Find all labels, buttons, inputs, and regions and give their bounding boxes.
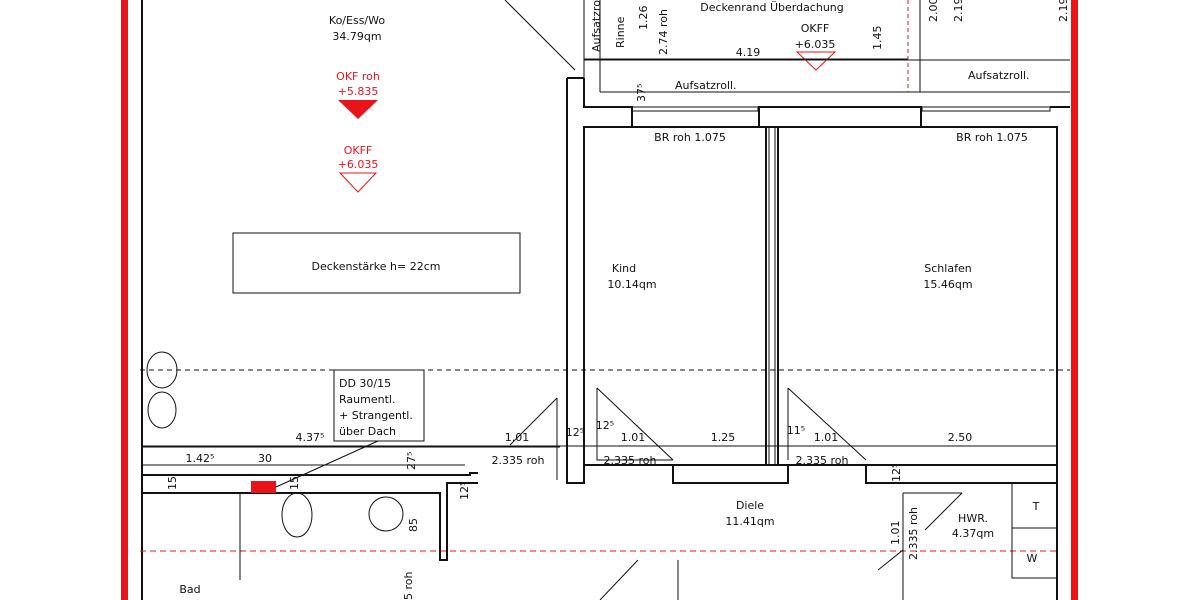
dim-label: 2.74 roh xyxy=(657,9,670,55)
dim-label: 2.00 xyxy=(927,0,940,22)
dim-label: 1.01 xyxy=(621,431,646,444)
vent-shaft-icon xyxy=(251,481,276,493)
room-name: Ko/Ess/Wo xyxy=(329,14,385,27)
dim-label: 2.335 roh xyxy=(796,454,849,467)
dim-label: 37⁵ xyxy=(635,84,648,102)
leader-line xyxy=(504,0,576,71)
room-name: Diele xyxy=(736,499,764,512)
level-marker-filled-icon xyxy=(338,100,378,119)
dim-label: 12⁵ xyxy=(458,482,471,500)
boundary-line-right xyxy=(1071,0,1078,600)
shower-icon xyxy=(146,351,178,389)
sill-label: BR roh 1.075 xyxy=(654,131,726,144)
level-label: OKFF xyxy=(344,144,373,157)
dim-label: 5 roh xyxy=(402,571,415,600)
dim-label: 12⁵ xyxy=(890,464,903,482)
boundary-line-left xyxy=(121,0,128,600)
dim-label: 15 xyxy=(166,476,179,490)
level-value: +6.035 xyxy=(795,38,836,51)
dim-label: 12⁵ xyxy=(566,426,584,439)
dim-label: 1.01 xyxy=(889,521,902,546)
dim-label: 11⁵ xyxy=(787,424,805,437)
dim-label: 1.45 xyxy=(871,26,884,51)
level-marker-icon xyxy=(338,172,378,193)
vent-note-line: DD 30/15 xyxy=(339,377,391,390)
washer-label: W xyxy=(1027,552,1038,565)
room-name: Schlafen xyxy=(924,262,971,275)
dim-label: 4.37⁵ xyxy=(296,431,325,444)
dim-label: 1.42⁵ xyxy=(186,452,215,465)
dim-label: 2.335 roh xyxy=(492,454,545,467)
dim-label: 2.335 roh xyxy=(604,454,657,467)
level-label: OKF roh xyxy=(336,70,380,83)
dim-label: 1.26 xyxy=(637,6,650,31)
level-marker-icon xyxy=(795,51,837,71)
dim-label: 2.19 xyxy=(1057,0,1070,22)
vent-note-line: Raumentl. xyxy=(339,393,395,406)
room-area: 15.46qm xyxy=(923,278,972,291)
dim-label: 1.25 xyxy=(711,431,736,444)
room-area: 34.79qm xyxy=(332,30,381,43)
dim-label: 15 xyxy=(288,476,301,490)
vent-note-line: über Dach xyxy=(339,425,396,438)
gutter-label: Rinne xyxy=(614,16,627,48)
dim-label: 2.50 xyxy=(948,431,973,444)
dim-label: 1.01 xyxy=(505,431,530,444)
room-name: Bad xyxy=(179,583,200,596)
dim-label: 85 xyxy=(407,518,420,532)
walls xyxy=(509,78,1058,600)
vent-note-box xyxy=(333,369,425,442)
washbasin-icon xyxy=(147,391,177,429)
bath-walls xyxy=(142,446,560,580)
dim-label: 2.19 xyxy=(952,0,965,22)
dim-label: 4.19 xyxy=(736,46,761,59)
shutter-label: Aufsatzroll. xyxy=(968,69,1030,82)
sill-label: BR roh 1.075 xyxy=(956,131,1028,144)
shutter-label: Aufsatzroll. xyxy=(590,0,603,52)
vent-note-line: + Strangentl. xyxy=(339,409,413,422)
dim-label: 2.335 roh xyxy=(907,507,920,560)
slab-note: Deckenstärke h= 22cm xyxy=(312,260,441,273)
deck-edge-label: Deckenrand Überdachung xyxy=(700,1,844,14)
level-value: +6.035 xyxy=(338,158,379,171)
room-area: 11.41qm xyxy=(725,515,774,528)
hwr-fixtures xyxy=(599,482,1058,600)
shutter-label: Aufsatzroll. xyxy=(675,79,737,92)
slab-note-box xyxy=(232,232,521,294)
room-area: 10.14qm xyxy=(607,278,656,291)
dim-label: 12⁵ xyxy=(596,419,614,432)
sink-icon xyxy=(368,496,404,532)
dim-label: 30 xyxy=(258,452,272,465)
dim-label: 1.01 xyxy=(814,431,839,444)
dryer-label: T xyxy=(1032,500,1040,513)
toilet-icon xyxy=(281,492,313,538)
dim-label: 27⁵ xyxy=(405,452,418,470)
level-label: OKFF xyxy=(801,22,830,35)
room-name: Kind xyxy=(612,262,636,275)
room-area: 4.37qm xyxy=(952,527,994,540)
level-value: +5.835 xyxy=(338,85,379,98)
room-name: HWR. xyxy=(958,512,988,525)
